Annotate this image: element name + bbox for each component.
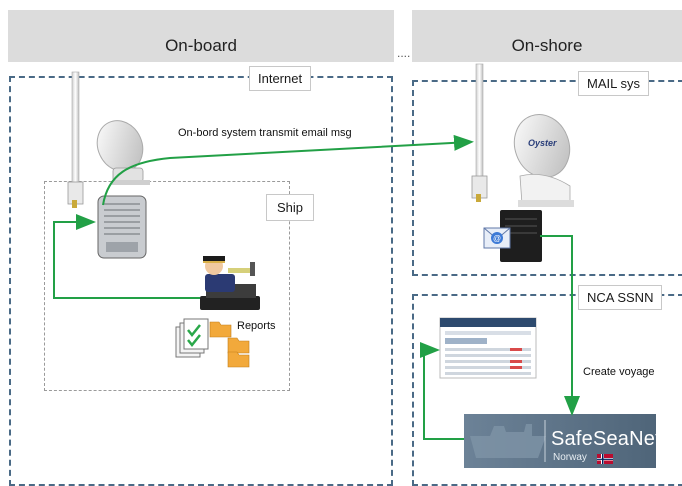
ssnn-web-screenshot-icon — [439, 317, 537, 379]
onboard-header-label: On-board — [165, 36, 237, 55]
radio-terminal-icon — [97, 195, 147, 259]
transmit-email-label: On-bord system transmit email msg — [178, 127, 352, 139]
ship-label: Ship — [266, 194, 315, 221]
ship-antenna-icon — [67, 71, 84, 208]
safeseanet-brand-name: SafeSeaNet — [551, 428, 661, 450]
mail-sys-region — [412, 80, 682, 276]
ssn-to-web-arrow — [420, 342, 464, 440]
onshore-header: On-shore — [412, 10, 682, 62]
oyster-satellite-dish-icon — [513, 114, 574, 207]
transmit-email-arrow — [102, 134, 474, 206]
mail-sys-label: MAIL sys — [578, 71, 649, 96]
ship-satellite-dish-icon — [96, 120, 150, 185]
safeseanet-brand-country: Norway — [553, 452, 587, 463]
dish-brand-text: Oyster — [528, 138, 557, 148]
onboard-header: On-board — [8, 10, 394, 62]
reports-label: Reports — [237, 320, 276, 332]
ship-region — [44, 181, 290, 391]
operator-computer-icon — [200, 256, 260, 310]
onshore-header-label: On-shore — [511, 36, 583, 55]
mail-server-icon: @ — [483, 210, 542, 262]
svg-text:@: @ — [493, 234, 501, 243]
header-separator: .... — [397, 46, 411, 60]
create-voyage-label: Create voyage — [583, 366, 655, 378]
internet-label: Internet — [249, 66, 312, 91]
nca-ssnn-label: NCA SSNN — [578, 285, 663, 310]
shore-antenna-icon — [471, 63, 488, 202]
operator-to-terminal-arrow — [53, 214, 200, 299]
safeseanet-logo — [464, 414, 656, 468]
reports-folders-icon — [209, 321, 250, 368]
reports-documents-icon — [175, 318, 209, 358]
create-voyage-arrow — [540, 235, 580, 416]
